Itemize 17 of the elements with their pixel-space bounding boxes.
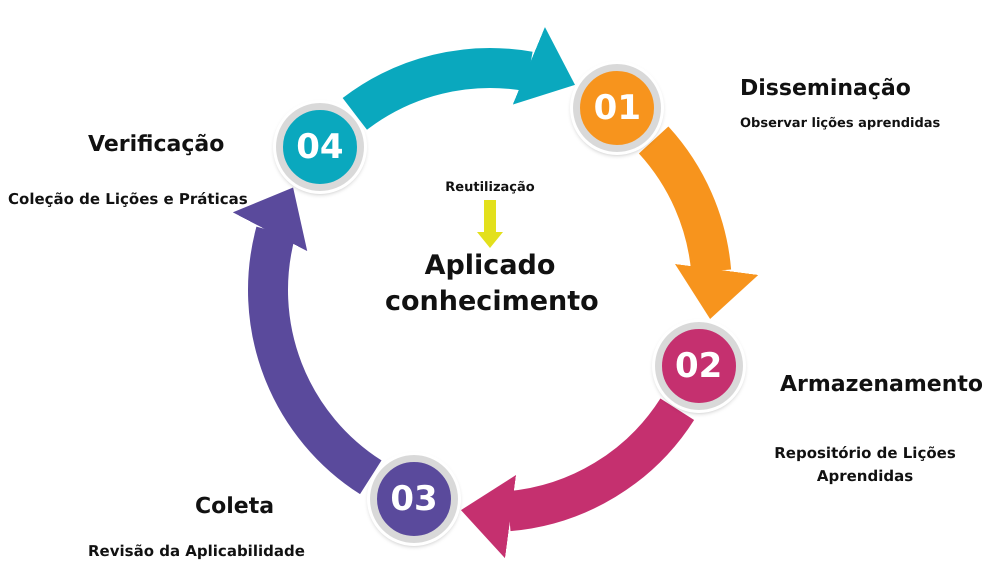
step-number-circle: 02 xyxy=(654,322,743,410)
step-number-circle: 03 xyxy=(370,454,458,543)
stage-description: Observar lições aprendidas xyxy=(740,115,942,133)
cycle-arrow xyxy=(638,127,756,320)
cycle-arrow xyxy=(460,397,694,556)
stage-title: Verificação xyxy=(88,131,226,159)
stage-title: Armazenamento xyxy=(780,371,980,399)
step-number-circle: 01 xyxy=(573,64,662,152)
stage-title: Coleta xyxy=(195,493,276,521)
step-label: Reutilização xyxy=(430,180,550,195)
stage-description: Repositório de Lições Aprendidas xyxy=(773,443,957,486)
center-title: Aplicado conhecimento xyxy=(385,248,595,320)
stage-description: Revisão da Aplicabilidade xyxy=(88,541,306,562)
stage-description: Coleção de Lições e Práticas xyxy=(8,189,249,210)
arrow xyxy=(477,200,503,248)
step-number-circle: 04 xyxy=(276,103,364,192)
stage-title: Disseminação xyxy=(740,75,912,103)
